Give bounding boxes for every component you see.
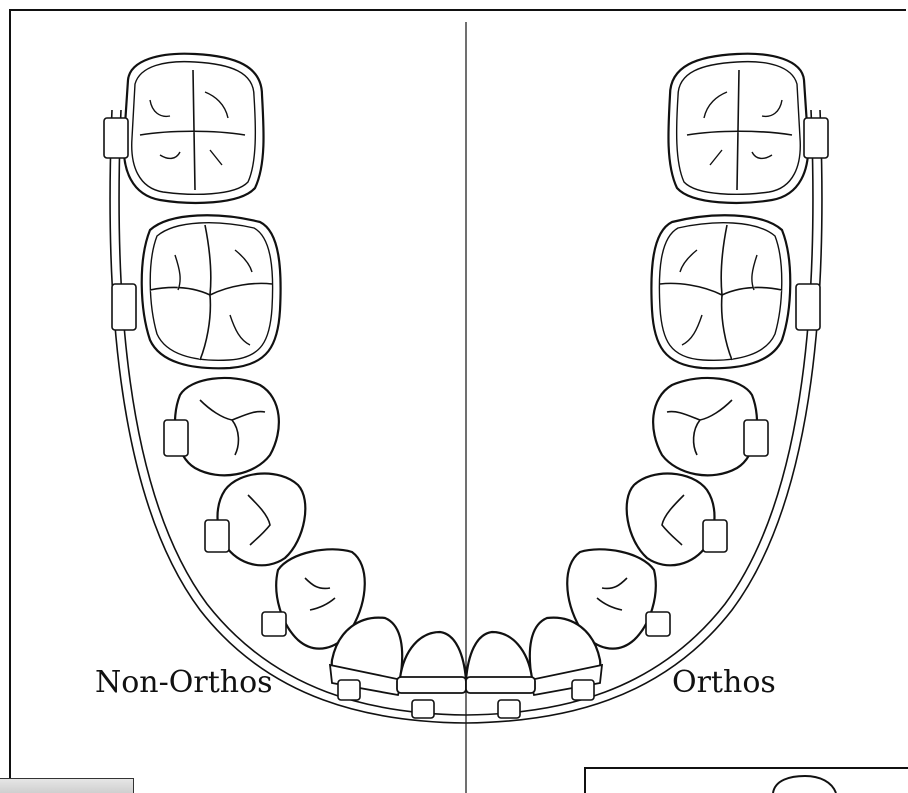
label-orthos: Orthos [672, 668, 776, 698]
left-molar-lower [142, 215, 281, 368]
left-premolar-1 [175, 378, 279, 475]
right-central-incisor [466, 632, 535, 693]
bottom-left-thumbnail [0, 778, 134, 793]
right-molar-lower [651, 215, 790, 368]
left-arch-teeth [124, 54, 466, 695]
left-premolar-2 [218, 474, 306, 566]
right-molar-upper [668, 54, 808, 203]
bottom-right-panel [585, 768, 908, 793]
left-molar-upper [124, 54, 264, 203]
right-arch-teeth [466, 54, 828, 718]
left-central-incisor [397, 632, 466, 693]
right-premolar-1 [653, 378, 757, 475]
right-premolar-2 [627, 474, 715, 566]
label-non-orthos: Non-Orthos [95, 668, 273, 698]
